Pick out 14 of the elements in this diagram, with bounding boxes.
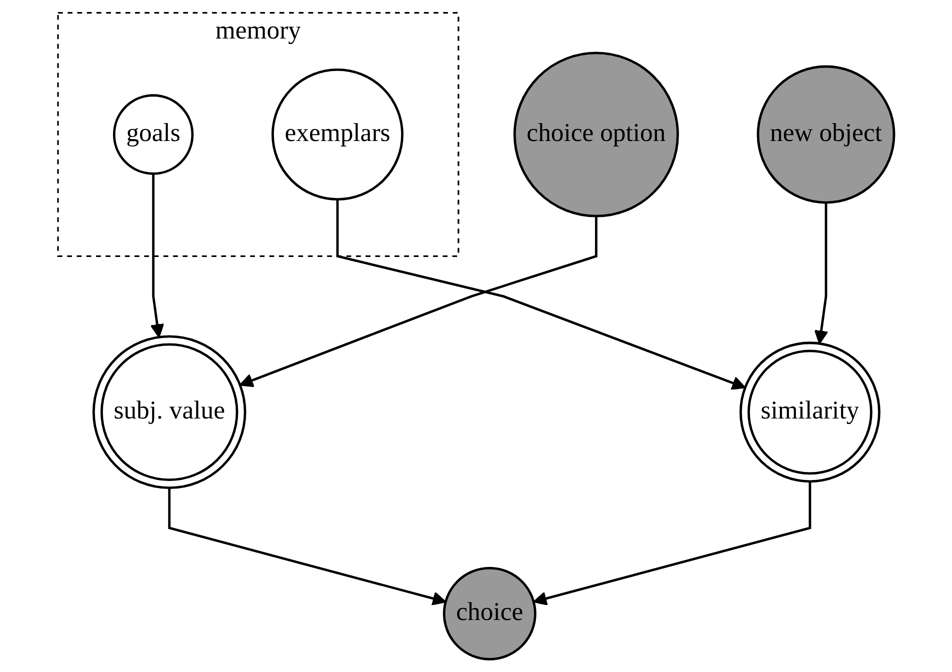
arrow xyxy=(150,174,164,338)
arrow xyxy=(814,202,828,344)
node-circle xyxy=(112,94,194,175)
node-circle xyxy=(513,52,679,218)
node-circle xyxy=(92,335,246,490)
node-circle xyxy=(756,65,896,204)
cluster xyxy=(57,12,460,257)
node-circle xyxy=(739,342,880,483)
node-circle xyxy=(271,68,404,201)
arrow xyxy=(168,488,446,606)
arrow xyxy=(533,481,812,606)
node-circle xyxy=(442,566,536,660)
arrow xyxy=(239,216,598,388)
arrow xyxy=(336,199,746,390)
